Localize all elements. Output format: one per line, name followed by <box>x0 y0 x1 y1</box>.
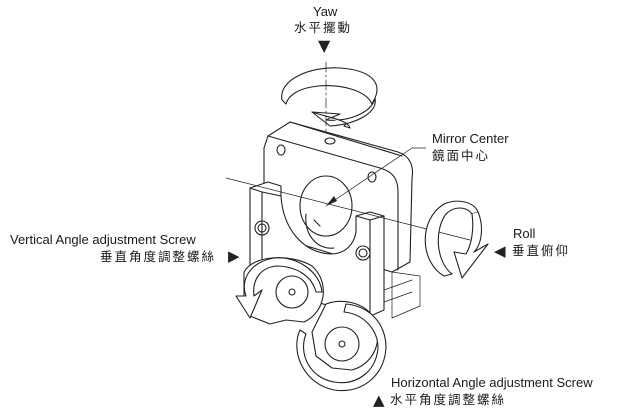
vertical-screw-label-zh: 垂直角度調整螺絲 <box>100 249 217 264</box>
roll-marker-icon: ◀ <box>494 242 506 260</box>
roll-rotation-arrow <box>424 200 489 279</box>
mirror-center-label-zh: 鏡面中心 <box>432 148 491 163</box>
vertical-screw-label: Vertical Angle adjustment Screw <box>10 232 196 247</box>
mirror-center-label: Mirror Center <box>432 131 509 146</box>
yaw-label-zh: 水平擺動 <box>294 20 353 35</box>
vertical-adjustment-knob <box>235 257 324 325</box>
horizontal-screw-marker-icon: ▲ <box>373 391 385 409</box>
yaw-marker-icon: ▼ <box>318 36 331 55</box>
mirror-center-leader <box>325 147 427 207</box>
roll-label: Roll <box>513 226 536 241</box>
yaw-rotation-arrow <box>281 67 378 129</box>
horizontal-screw-label-zh: 水平角度調整螺絲 <box>390 392 507 407</box>
horizontal-screw-label: Horizontal Angle adjustment Screw <box>391 375 593 390</box>
yaw-label: Yaw <box>313 4 338 19</box>
horizontal-adjustment-knob <box>296 300 387 392</box>
roll-label-zh: 垂直俯仰 <box>512 243 571 258</box>
vertical-screw-marker-icon: ▶ <box>228 247 240 265</box>
